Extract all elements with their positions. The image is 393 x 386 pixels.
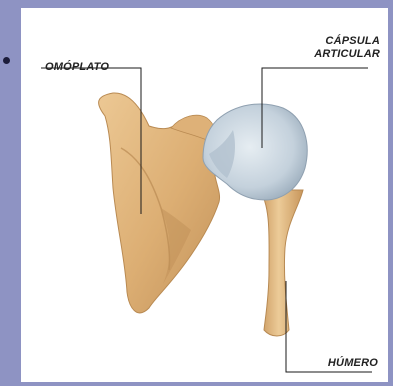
scapula-label: OMÓPLATO — [45, 61, 109, 74]
capsule-label-line1: CÁPSULA — [314, 35, 380, 48]
humerus-label: HÚMERO — [328, 357, 378, 370]
slide-bullet — [3, 57, 10, 64]
capsule-label-line2: ARTICULAR — [314, 48, 380, 61]
anatomy-figure-panel: OMÓPLATO CÁPSULA ARTICULAR HÚMERO — [21, 8, 388, 382]
humerus-bone — [259, 190, 303, 336]
capsule-label: CÁPSULA ARTICULAR — [314, 35, 380, 61]
